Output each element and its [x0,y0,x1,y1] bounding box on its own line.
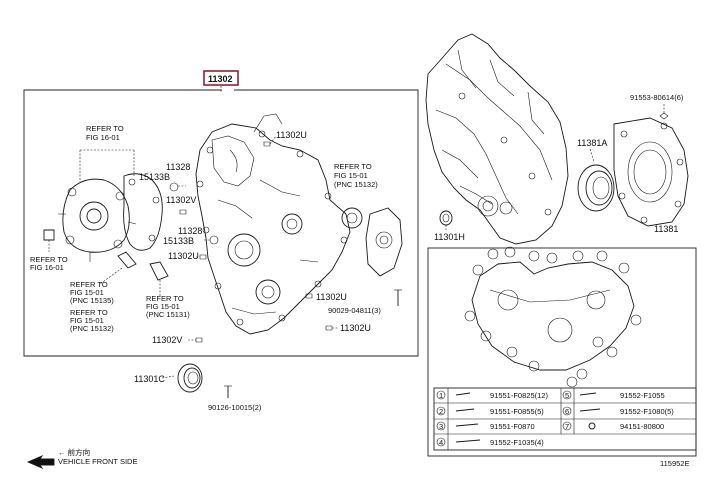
part-11302v-lower[interactable]: 11302V [152,335,182,345]
part-11381a[interactable]: 11381A [577,138,607,148]
bolt-location-cover-drawing [471,261,635,371]
water-pump-gasket-drawing [123,173,163,251]
oil-seal-retainer-drawing [613,117,689,227]
fastener-part-4[interactable]: 91552-F1035(4) [490,438,544,447]
part-91553-80614[interactable]: 91553-80614(6) [630,93,684,102]
fastener-legend-table [433,387,697,451]
svg-text:4: 4 [439,438,443,447]
fastener-row-4: 4 91552-F1035(4) [436,437,544,447]
part-11302u-left[interactable]: 11302U [168,251,199,261]
drain-plug-drawing [43,229,55,252]
crank-oil-seal-drawing [177,363,203,393]
bolt-location-frame [427,247,697,457]
fastener-part-7[interactable]: 94151-80800 [620,422,664,431]
part-90126-10015[interactable]: 90126-10015(2) [208,403,262,412]
bolt-location-callouts [464,246,642,388]
fastener-row-6: 6 91552-F1080(5) [562,406,674,416]
fastener-part-2[interactable]: 91551-F0855(5) [490,407,544,416]
main-part-highlight [203,70,239,86]
fastener-row-5: 5 91552-F1055 [562,390,665,400]
dowel-pin-drawing [224,385,232,398]
part-11301c[interactable]: 11301C [134,374,165,384]
engine-block-drawing [425,33,569,245]
svg-text:6: 6 [565,407,569,416]
svg-text:5: 5 [565,391,569,400]
main-part-number[interactable]: 11302 [208,74,233,84]
cam-seal-disc-drawing [341,207,363,229]
fastener-part-3[interactable]: 91551-F0870 [490,422,535,431]
fastener-part-5[interactable]: 91552-F1055 [620,391,665,400]
fastener-row-2: 2 91551-F0855(5) [436,406,544,416]
part-11328-upper[interactable]: 11328 [166,162,190,172]
stud-bolt-drawing [394,289,402,306]
oil-fitting-drawing [99,251,169,296]
svg-text:3: 3 [439,422,443,431]
block-plug-drawing [439,210,453,230]
part-15133b-lower[interactable]: 15133B [163,236,194,246]
side-cover-drawing [365,207,403,277]
main-assembly-frame [23,89,419,357]
diagram-code: 115952E [660,459,689,468]
part-15133b-upper[interactable]: 15133B [139,172,170,182]
fastener-row-7: 7 94151-80800 [562,421,664,431]
fastener-row-1: 1 91551-F0825(12) [436,390,548,400]
svg-text:7: 7 [565,422,569,431]
part-11302u-right[interactable]: 11302U [316,292,347,302]
rear-oil-seal-drawing [577,164,615,212]
part-11328-lower[interactable]: 11328 [178,226,202,236]
svg-text:1: 1 [439,391,443,400]
part-11381[interactable]: 11381 [654,224,678,234]
svg-text:2: 2 [439,407,443,416]
part-90029-04811[interactable]: 90029-04811(3) [328,306,381,315]
part-11301h[interactable]: 11301H [434,232,465,242]
part-11302v-upper[interactable]: 11302V [166,195,196,205]
fastener-part-6[interactable]: 91552-F1080(5) [620,407,674,416]
vehicle-front-arrow-icon [26,454,55,470]
fastener-part-1[interactable]: 91551-F0825(12) [490,391,548,400]
water-pump-drawing [58,178,137,262]
part-11302u-bottom[interactable]: 11302U [340,323,371,333]
part-11302u-top[interactable]: 11302U [276,130,307,140]
fastener-row-3: 3 91551-F0870 [436,421,535,431]
timing-cover-drawing [195,113,351,335]
